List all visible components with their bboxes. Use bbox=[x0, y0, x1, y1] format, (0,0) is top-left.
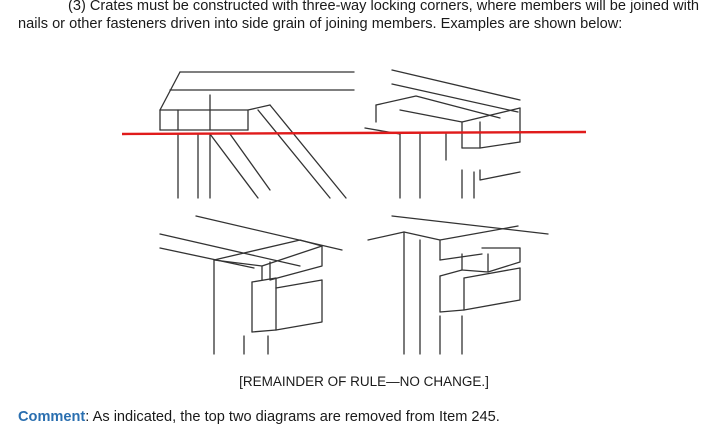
diagram-bottom-left bbox=[159, 215, 343, 355]
diagram-top-left bbox=[159, 71, 355, 199]
remainder-note: [REMAINDER OF RULE—NO CHANGE.] bbox=[0, 374, 728, 389]
rule-paragraph: (3) Crates must be constructed with thre… bbox=[18, 0, 718, 33]
diagram-top-right bbox=[364, 69, 521, 199]
strike-line bbox=[121, 130, 587, 136]
rule-paragraph-text: (3) Crates must be constructed with thre… bbox=[18, 0, 700, 32]
remainder-text: [REMAINDER OF RULE—NO CHANGE.] bbox=[239, 374, 489, 389]
comment-text: As indicated, the top two diagrams are r… bbox=[89, 409, 500, 425]
diagram-bottom-right bbox=[367, 215, 549, 355]
comment-separator: : bbox=[85, 409, 90, 425]
comment: Comment: As indicated, the top two diagr… bbox=[18, 409, 500, 425]
comment-label: Comment bbox=[18, 409, 86, 425]
